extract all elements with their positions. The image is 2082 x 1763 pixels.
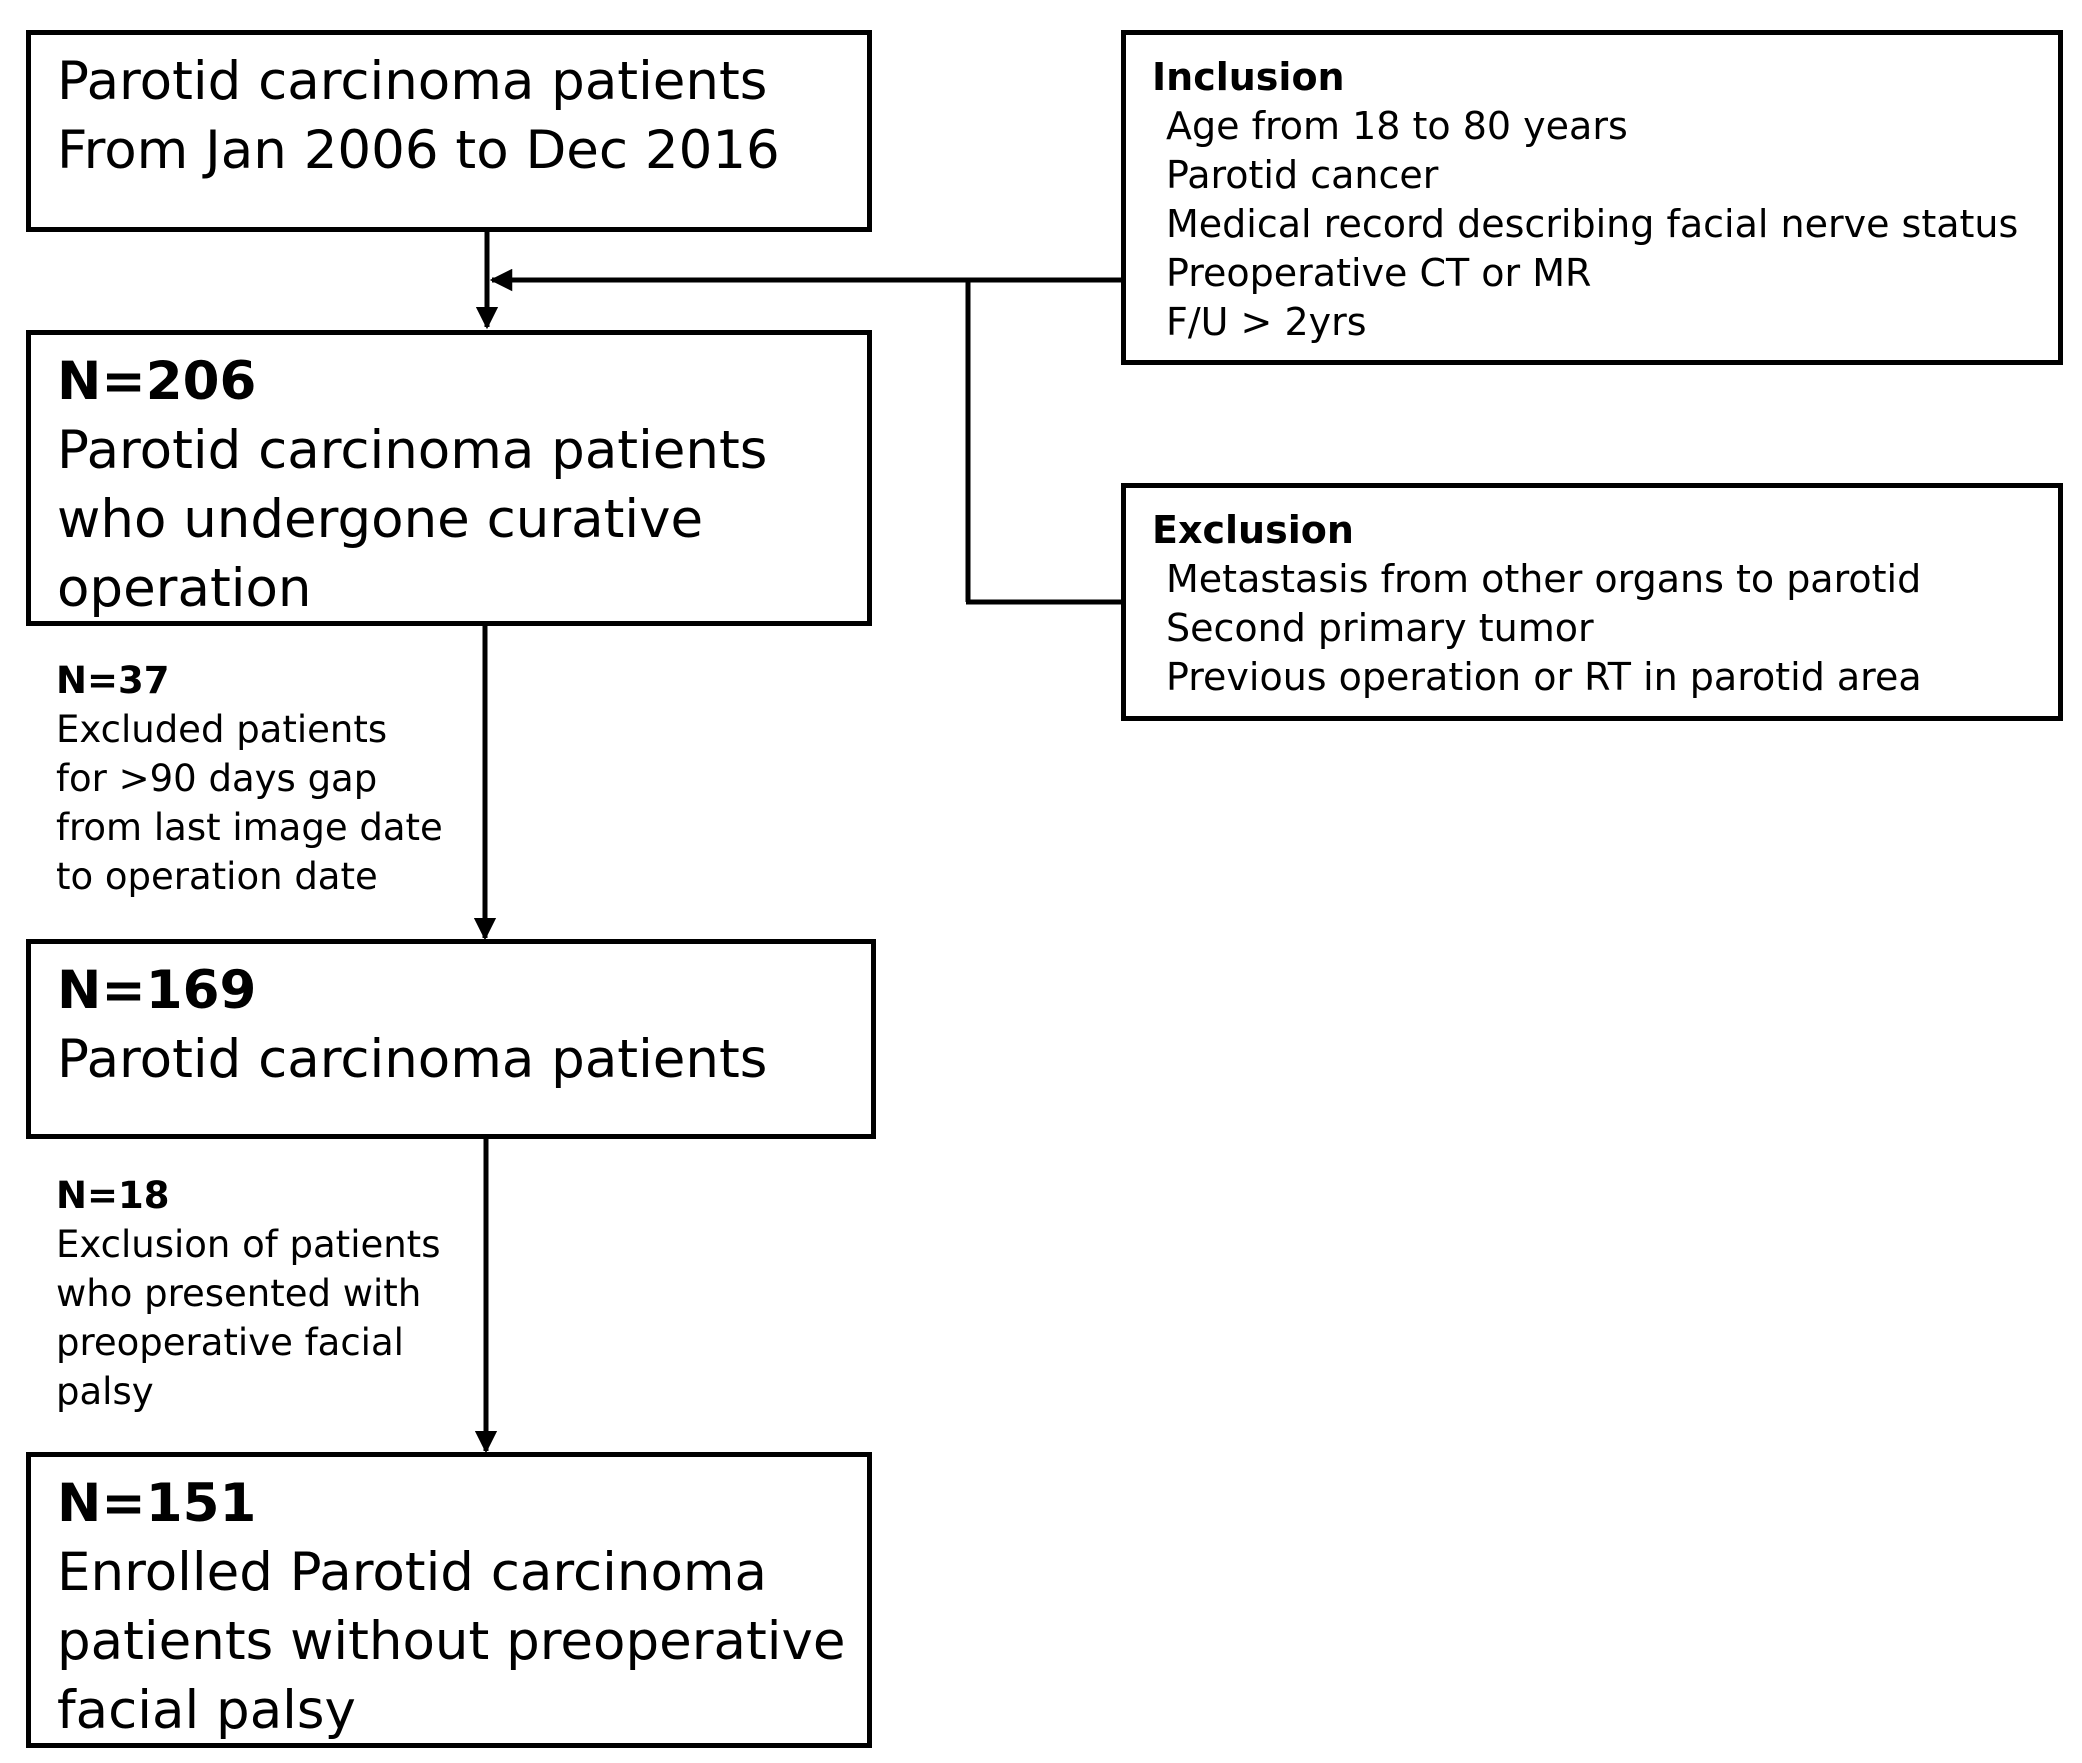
final-line: Enrolled Parotid carcinoma xyxy=(57,1542,768,1603)
inclusion-title: Inclusion xyxy=(1152,55,1345,99)
stage1-line: who undergone curative xyxy=(57,489,704,550)
start-line-2: From Jan 2006 to Dec 2016 xyxy=(57,120,780,181)
exclusion-step2-count: N=18 xyxy=(56,1174,170,1217)
exclusion-item: Previous operation or RT in parotid area xyxy=(1166,655,1922,699)
stage2-line: Parotid carcinoma patients xyxy=(57,1029,768,1090)
exclusion-box: Exclusion Metastasis from other organs t… xyxy=(1121,483,2063,721)
exclusion-step1-note: N=37 Excluded patients for >90 days gap … xyxy=(56,656,443,901)
start-box: Parotid carcinoma patients From Jan 2006… xyxy=(26,30,872,232)
final-line: patients without preoperative xyxy=(57,1611,846,1672)
exclusion-step1-line: Excluded patients xyxy=(56,708,388,751)
inclusion-item: Preoperative CT or MR xyxy=(1166,251,1592,295)
exclusion-step2-line: who presented with xyxy=(56,1272,422,1315)
inclusion-item: Age from 18 to 80 years xyxy=(1166,104,1628,148)
inclusion-box: Inclusion Age from 18 to 80 years Paroti… xyxy=(1121,30,2063,365)
exclusion-step2-line: Exclusion of patients xyxy=(56,1223,441,1266)
exclusion-item: Second primary tumor xyxy=(1166,606,1594,650)
stage1-count: N=206 xyxy=(57,351,257,412)
final-line: facial palsy xyxy=(57,1680,356,1741)
exclusion-step1-line: to operation date xyxy=(56,855,378,898)
inclusion-item: F/U > 2yrs xyxy=(1166,300,1367,344)
stage1-box: N=206 Parotid carcinoma patients who und… xyxy=(26,330,872,626)
final-box: N=151 Enrolled Parotid carcinoma patient… xyxy=(26,1452,872,1748)
exclusion-step1-line: from last image date xyxy=(56,806,443,849)
exclusion-step1-line: for >90 days gap xyxy=(56,757,378,800)
inclusion-item: Parotid cancer xyxy=(1166,153,1439,197)
stage1-line: operation xyxy=(57,558,312,619)
exclusion-title: Exclusion xyxy=(1152,508,1354,552)
exclusion-step2-line: preoperative facial xyxy=(56,1321,404,1364)
stage2-box: N=169 Parotid carcinoma patients xyxy=(26,939,876,1139)
stage1-line: Parotid carcinoma patients xyxy=(57,420,768,481)
exclusion-item: Metastasis from other organs to parotid xyxy=(1166,557,1922,601)
stage2-count: N=169 xyxy=(57,960,257,1021)
final-count: N=151 xyxy=(57,1473,257,1534)
exclusion-step1-count: N=37 xyxy=(56,659,170,702)
exclusion-step2-line: palsy xyxy=(56,1370,154,1413)
start-line-1: Parotid carcinoma patients xyxy=(57,51,768,112)
exclusion-step2-note: N=18 Exclusion of patients who presented… xyxy=(56,1171,440,1416)
inclusion-item: Medical record describing facial nerve s… xyxy=(1166,202,2019,246)
